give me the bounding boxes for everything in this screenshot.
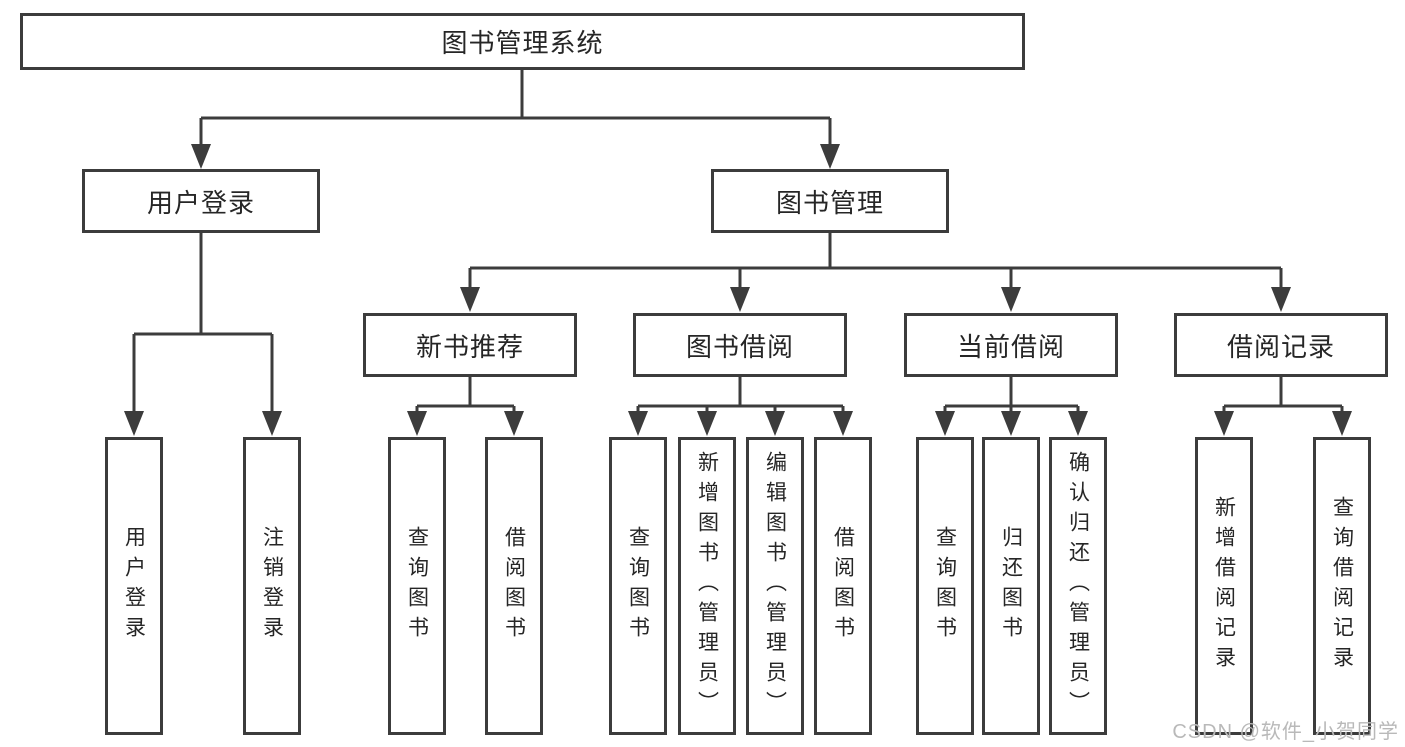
leaf-label: 新增图书（管理员） [695,451,719,721]
leaf-label: 查询图书 [933,526,957,646]
arrow-icon [407,411,427,436]
leaf-label: 查询图书 [405,526,429,646]
node-book-borrow: 图书借阅 [633,313,847,377]
arrow-icon [1332,411,1352,436]
leaf-query-borrow-record: 查询借阅记录 [1313,437,1371,735]
node-current-borrow: 当前借阅 [904,313,1118,377]
leaf-borrow-books-recommend: 借阅图书 [485,437,543,735]
leaf-label: 新增借阅记录 [1212,496,1236,676]
leaf-label: 借阅图书 [831,526,855,646]
leaf-label: 编辑图书（管理员） [763,451,787,721]
arrow-icon [1068,411,1088,436]
node-new-book-recommend: 新书推荐 [363,313,577,377]
arrow-icon [697,411,717,436]
leaf-borrow-books: 借阅图书 [814,437,872,735]
leaf-user-login: 用户登录 [105,437,163,735]
arrow-icon [628,411,648,436]
leaf-label: 查询借阅记录 [1330,496,1354,676]
node-borrow-records: 借阅记录 [1174,313,1388,377]
leaf-edit-books-admin: 编辑图书（管理员） [746,437,804,735]
arrow-icon [1001,287,1021,312]
arrow-icon [820,144,840,169]
arrow-icon [262,411,282,436]
arrow-icon [765,411,785,436]
arrow-icon [935,411,955,436]
node-user-login: 用户登录 [82,169,320,233]
leaf-query-books-borrow: 查询图书 [609,437,667,735]
arrow-icon [1214,411,1234,436]
leaf-label: 注销登录 [260,526,284,646]
leaf-return-books: 归还图书 [982,437,1040,735]
leaf-label: 归还图书 [999,526,1023,646]
arrow-icon [1271,287,1291,312]
arrow-icon [833,411,853,436]
leaf-label: 确认归还（管理员） [1066,451,1090,721]
arrow-icon [730,287,750,312]
arrow-icon [460,287,480,312]
watermark: CSDN @软件_小贺同学 [1172,721,1399,743]
leaf-query-books-current: 查询图书 [916,437,974,735]
leaf-add-books-admin: 新增图书（管理员） [678,437,736,735]
arrow-icon [191,144,211,169]
leaf-logout: 注销登录 [243,437,301,735]
leaf-label: 查询图书 [626,526,650,646]
arrow-icon [1001,411,1021,436]
leaf-confirm-return-admin: 确认归还（管理员） [1049,437,1107,735]
node-library-management-system: 图书管理系统 [20,13,1025,70]
leaf-label: 借阅图书 [502,526,526,646]
leaf-label: 用户登录 [122,526,146,646]
leaf-query-books-recommend: 查询图书 [388,437,446,735]
arrow-icon [124,411,144,436]
node-book-management: 图书管理 [711,169,949,233]
arrow-icon [504,411,524,436]
leaf-add-borrow-record: 新增借阅记录 [1195,437,1253,735]
